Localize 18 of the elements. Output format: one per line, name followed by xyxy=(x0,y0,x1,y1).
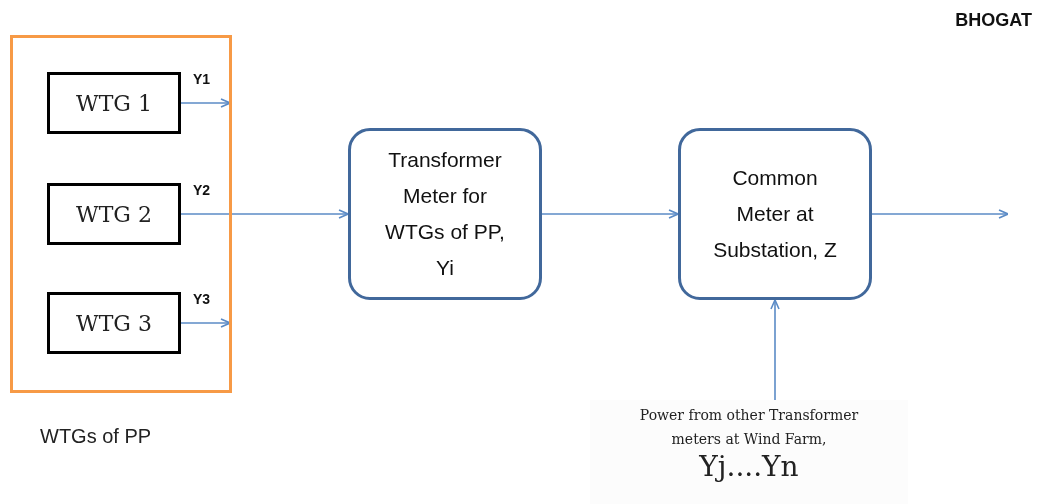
edge-label: Y3 xyxy=(192,291,212,307)
generator-box: WTG 2 xyxy=(47,183,181,245)
arrow xyxy=(541,209,679,219)
arrow xyxy=(180,209,349,219)
generator-box: WTG 3 xyxy=(47,292,181,354)
edge-label: Y1 xyxy=(192,71,212,87)
meter-box: Transformer Meter for WTGs of PP, Yi xyxy=(348,128,542,300)
generator-box: WTG 1 xyxy=(47,72,181,134)
meter-box: Common Meter at Substation, Z xyxy=(678,128,872,300)
arrow xyxy=(180,318,231,328)
arrow xyxy=(770,299,780,401)
arrow xyxy=(180,98,231,108)
arrow xyxy=(871,209,1009,219)
site-name: BHOGAT xyxy=(955,10,1032,31)
edge-label: Y2 xyxy=(192,182,212,198)
meter-range-label: Yj....Yn xyxy=(698,451,800,483)
group-label: WTGs of PP xyxy=(40,425,152,448)
source-note: Power from other Transformer meters at Wind Farm, xyxy=(638,406,860,449)
